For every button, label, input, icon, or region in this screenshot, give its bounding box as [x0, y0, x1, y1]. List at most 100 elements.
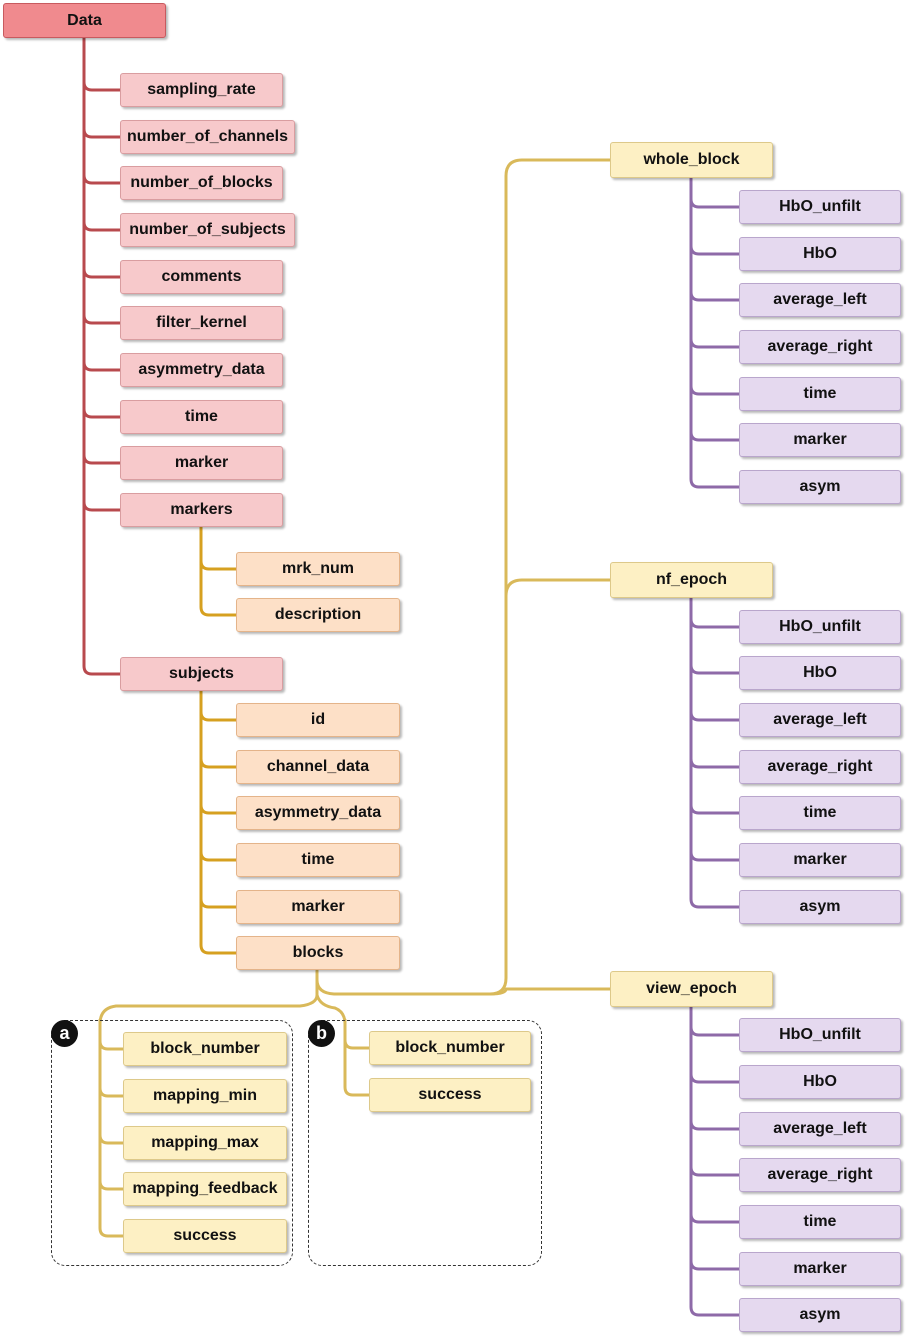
group-b-field-node: success — [369, 1078, 531, 1112]
epoch-2-branch-2 — [689, 1119, 741, 1131]
epoch-field-node: asym — [739, 890, 901, 924]
epoch-field-node: HbO — [739, 656, 901, 690]
epoch-field-node: HbO — [739, 1065, 901, 1099]
subjects-branch-4 — [199, 897, 238, 909]
blocks-to-nf-epoch — [504, 578, 612, 598]
data-branch-8 — [82, 453, 122, 465]
group-a-field-node: mapping_min — [123, 1079, 287, 1113]
subjects-branch-0 — [199, 710, 238, 722]
epoch-field-node: marker — [739, 843, 901, 877]
data-trunk — [82, 36, 122, 676]
epoch-1-branch-3 — [689, 757, 741, 769]
data-field-node: sampling_rate — [120, 73, 283, 107]
epoch-field-node: marker — [739, 1252, 901, 1286]
data-field-node: number_of_channels — [120, 120, 295, 154]
epoch-field-node: average_left — [739, 703, 901, 737]
group-b-box — [308, 1020, 542, 1266]
data-field-node: number_of_blocks — [120, 166, 283, 200]
group-a-branch-1 — [98, 1086, 125, 1098]
epoch-1-branch-2 — [689, 710, 741, 722]
subjects-node: subjects — [120, 657, 283, 691]
subject-field-node: marker — [236, 890, 400, 924]
epoch-field-node: time — [739, 1205, 901, 1239]
data-branch-5 — [82, 313, 122, 325]
group-a-field-node: block_number — [123, 1032, 287, 1066]
group-b-branch-0 — [343, 1038, 371, 1050]
data-branch-1 — [82, 127, 122, 139]
epoch-2-trunk — [689, 1005, 741, 1317]
epoch-field-node: asym — [739, 470, 901, 504]
epoch-2-branch-3 — [689, 1165, 741, 1177]
subject-field-node: id — [236, 703, 400, 737]
epoch-1-branch-5 — [689, 850, 741, 862]
epoch-2-branch-4 — [689, 1212, 741, 1224]
epoch-0-branch-1 — [689, 244, 741, 256]
epoch-0-branch-4 — [689, 384, 741, 396]
data-branch-4 — [82, 267, 122, 279]
data-field-node: number_of_subjects — [120, 213, 295, 247]
epoch-0-branch-2 — [689, 290, 741, 302]
epoch-field-node: average_right — [739, 1158, 901, 1192]
data-branch-6 — [82, 360, 122, 372]
blocks-to-view-epoch — [488, 987, 612, 996]
subjects-trunk — [199, 689, 238, 955]
epoch-1-branch-0 — [689, 617, 741, 629]
subjects-branch-1 — [199, 757, 238, 769]
markers-field-node: description — [236, 598, 400, 632]
data-field-node: asymmetry_data — [120, 353, 283, 387]
epoch-2-branch-0 — [689, 1025, 741, 1037]
blocks-to-b — [315, 993, 347, 1026]
epoch-field-node: average_right — [739, 750, 901, 784]
epoch-1-branch-4 — [689, 803, 741, 815]
epoch-0-trunk — [689, 176, 741, 489]
epoch-field-node: average_left — [739, 1112, 901, 1146]
group-a-field-node: mapping_feedback — [123, 1172, 287, 1206]
epoch-0-branch-0 — [689, 197, 741, 209]
epoch-1-trunk — [689, 596, 741, 909]
subject-field-node: blocks — [236, 936, 400, 970]
root-node: Data — [3, 3, 166, 38]
data-branch-2 — [82, 173, 122, 185]
epoch-1-branch-1 — [689, 663, 741, 675]
group-a-badge: a — [51, 1020, 78, 1047]
subjects-branch-2 — [199, 803, 238, 815]
group-a-trunk — [98, 1018, 125, 1238]
epoch-field-node: marker — [739, 423, 901, 457]
epoch-field-node: time — [739, 796, 901, 830]
data-field-node: markers — [120, 493, 283, 527]
subjects-branch-3 — [199, 850, 238, 862]
group-a-field-node: success — [123, 1219, 287, 1253]
epoch-field-node: asym — [739, 1298, 901, 1332]
epoch-2-branch-1 — [689, 1072, 741, 1084]
epoch-field-node: time — [739, 377, 901, 411]
subject-field-node: time — [236, 843, 400, 877]
group-b-badge: b — [308, 1020, 335, 1047]
data-field-node: filter_kernel — [120, 306, 283, 340]
group-a-box — [51, 1020, 293, 1266]
data-field-node: comments — [120, 260, 283, 294]
markers-field-node: mrk_num — [236, 552, 400, 586]
data-branch-0 — [82, 80, 122, 92]
data-branch-3 — [82, 220, 122, 232]
epoch-field-node: average_left — [739, 283, 901, 317]
group-b-trunk — [343, 1018, 371, 1097]
epoch-field-node: HbO_unfilt — [739, 1018, 901, 1052]
markers-trunk — [199, 525, 238, 617]
data-branch-9 — [82, 500, 122, 512]
group-b-field-node: block_number — [369, 1031, 531, 1065]
data-field-node: time — [120, 400, 283, 434]
epoch-field-node: HbO — [739, 237, 901, 271]
epoch-node: nf_epoch — [610, 562, 773, 598]
blocks-to-a — [98, 969, 319, 1026]
epoch-field-node: average_right — [739, 330, 901, 364]
subject-field-node: channel_data — [236, 750, 400, 784]
epoch-node: view_epoch — [610, 971, 773, 1007]
group-a-branch-0 — [98, 1039, 125, 1051]
epoch-0-branch-5 — [689, 430, 741, 442]
epoch-2-branch-5 — [689, 1259, 741, 1271]
group-a-field-node: mapping_max — [123, 1126, 287, 1160]
epoch-field-node: HbO_unfilt — [739, 190, 901, 224]
subject-field-node: asymmetry_data — [236, 796, 400, 830]
group-a-branch-2 — [98, 1133, 125, 1145]
